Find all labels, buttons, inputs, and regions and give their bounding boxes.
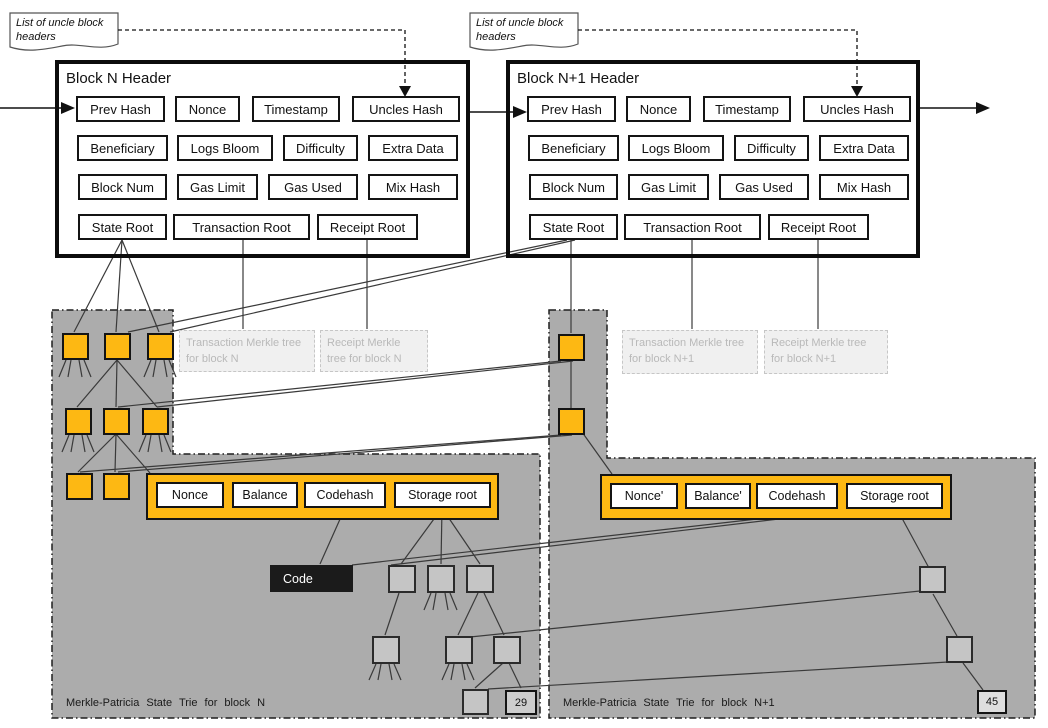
storage-trie-node bbox=[946, 636, 973, 663]
header-field-receipt-root: Receipt Root bbox=[317, 214, 418, 240]
block-n-header-title: Block N Header bbox=[66, 70, 172, 87]
transaction-merkle-tree-label-n: Transaction Merkle tree for block N bbox=[179, 330, 315, 372]
block-n-header-box bbox=[55, 60, 470, 258]
trie-node bbox=[66, 473, 93, 500]
trie-node bbox=[558, 408, 585, 435]
header-field-difficulty: Difficulty bbox=[283, 135, 358, 161]
trie-node bbox=[62, 333, 89, 360]
header-field-timestamp: Timestamp bbox=[252, 96, 340, 122]
header-field-prev-hash: Prev Hash bbox=[527, 96, 616, 122]
block-n1-header-title: Block N+1 Header bbox=[517, 70, 640, 87]
header-field-beneficiary: Beneficiary bbox=[77, 135, 168, 161]
down-arrowhead-icon bbox=[851, 86, 863, 97]
header-field-state-root: State Root bbox=[78, 214, 167, 240]
trie-node bbox=[104, 333, 131, 360]
block-chain-arrows bbox=[0, 107, 976, 113]
account-field-balance: Balance bbox=[232, 482, 298, 508]
code-box: Code bbox=[270, 565, 353, 592]
receipt-merkle-tree-label-n1: Receipt Merkle tree for block N+1 bbox=[764, 330, 888, 374]
storage-leaf-value-n: 29 bbox=[505, 690, 537, 715]
uncle-note-shape-left bbox=[9, 12, 119, 51]
storage-trie-node bbox=[388, 565, 416, 593]
storage-trie-node bbox=[493, 636, 521, 664]
right-arrowhead-icon bbox=[513, 106, 527, 118]
receipt-merkle-tree-label-n: Receipt Merkle tree for block N bbox=[320, 330, 428, 372]
header-field-beneficiary: Beneficiary bbox=[528, 135, 619, 161]
header-field-block-num: Block Num bbox=[78, 174, 167, 200]
header-field-state-root: State Root bbox=[529, 214, 618, 240]
storage-trie-node bbox=[466, 565, 494, 593]
header-field-gas-used: Gas Used bbox=[719, 174, 809, 200]
right-arrowhead-icon bbox=[61, 102, 75, 114]
header-field-uncles-hash: Uncles Hash bbox=[803, 96, 911, 122]
header-field-block-num: Block Num bbox=[529, 174, 618, 200]
trie-caption-block-n: Merkle-Patricia State Trie for block N bbox=[66, 697, 266, 709]
header-field-mix-hash: Mix Hash bbox=[819, 174, 909, 200]
header-field-difficulty: Difficulty bbox=[734, 135, 809, 161]
trie-node bbox=[103, 408, 130, 435]
header-field-uncles-hash: Uncles Hash bbox=[352, 96, 460, 122]
uncle-headers-note: List of uncle block headers bbox=[16, 17, 104, 44]
trie-caption-block-n1: Merkle-Patricia State Trie for block N+1 bbox=[563, 697, 775, 709]
right-arrowhead-icon bbox=[976, 102, 990, 114]
uncle-headers-note: List of uncle block headers bbox=[476, 17, 564, 44]
header-field-gas-used: Gas Used bbox=[268, 174, 358, 200]
storage-trie-node bbox=[919, 566, 946, 593]
storage-trie-node bbox=[372, 636, 400, 664]
header-field-logs-bloom: Logs Bloom bbox=[177, 135, 273, 161]
header-field-timestamp: Timestamp bbox=[703, 96, 791, 122]
header-field-extra-data: Extra Data bbox=[819, 135, 909, 161]
trie-node bbox=[65, 408, 92, 435]
block-n1-header-box bbox=[506, 60, 920, 258]
header-field-nonce: Nonce bbox=[626, 96, 691, 122]
transaction-merkle-tree-label-n1: Transaction Merkle tree for block N+1 bbox=[622, 330, 758, 374]
account-field-codehash: Codehash bbox=[304, 482, 386, 508]
storage-trie-node bbox=[445, 636, 473, 664]
account-field-balance: Balance' bbox=[685, 483, 751, 509]
header-field-mix-hash: Mix Hash bbox=[368, 174, 458, 200]
trie-node bbox=[142, 408, 169, 435]
header-field-logs-bloom: Logs Bloom bbox=[628, 135, 724, 161]
header-field-receipt-root: Receipt Root bbox=[768, 214, 869, 240]
uncle-note-connectors bbox=[118, 29, 858, 86]
uncle-note-shape-right bbox=[469, 12, 579, 51]
account-field-codehash: Codehash bbox=[756, 483, 838, 509]
account-field-storage-root: Storage root bbox=[394, 482, 491, 508]
storage-trie-node bbox=[427, 565, 455, 593]
header-field-gas-limit: Gas Limit bbox=[177, 174, 258, 200]
storage-leaf-value-n1: 45 bbox=[977, 690, 1007, 714]
header-field-transaction-root: Transaction Root bbox=[624, 214, 761, 240]
account-field-nonce: Nonce' bbox=[610, 483, 678, 509]
trie-node bbox=[147, 333, 174, 360]
header-field-extra-data: Extra Data bbox=[368, 135, 458, 161]
header-field-nonce: Nonce bbox=[175, 96, 240, 122]
account-field-storage-root: Storage root bbox=[846, 483, 943, 509]
header-field-gas-limit: Gas Limit bbox=[628, 174, 709, 200]
trie-node bbox=[103, 473, 130, 500]
header-field-transaction-root: Transaction Root bbox=[173, 214, 310, 240]
trie-node bbox=[558, 334, 585, 361]
down-arrowhead-icon bbox=[399, 86, 411, 97]
account-field-nonce: Nonce bbox=[156, 482, 224, 508]
header-field-prev-hash: Prev Hash bbox=[76, 96, 165, 122]
storage-trie-node bbox=[462, 689, 489, 715]
